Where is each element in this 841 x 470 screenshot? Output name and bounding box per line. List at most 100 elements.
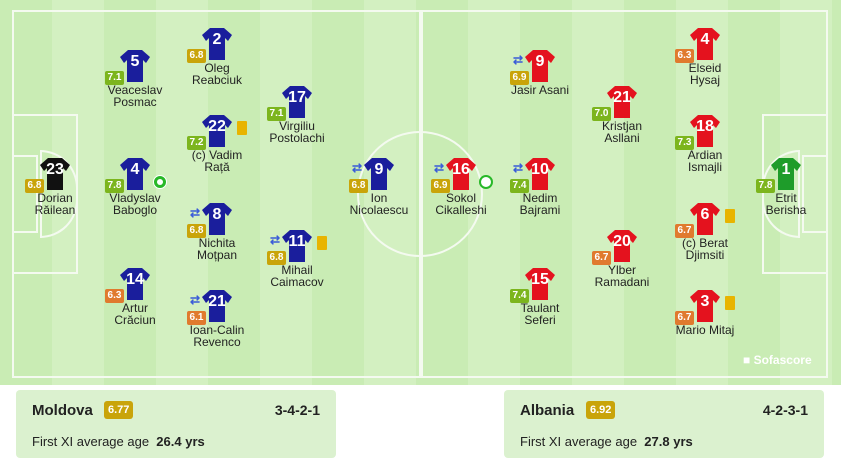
pitch-stripe <box>572 0 624 385</box>
player-rating: 7.3 <box>675 136 694 150</box>
player-rating: 7.2 <box>187 136 206 150</box>
sofascore-logo: ■ Sofascore <box>743 353 812 367</box>
shirt-icon: 1 <box>771 158 801 190</box>
shirt-icon: 22 <box>202 115 232 147</box>
player-rating: 7.0 <box>592 107 611 121</box>
player-name-line: Bajrami <box>519 203 561 217</box>
team-name: Albania <box>520 402 575 419</box>
average-age-label: First XI average age <box>520 434 638 449</box>
player-rating: 7.4 <box>510 179 529 193</box>
player-name-line: Ioan-Calin <box>189 323 245 337</box>
centre-circle <box>357 131 483 257</box>
player-rating: 6.8 <box>267 251 286 265</box>
player-name-line: Elseid <box>688 61 722 75</box>
player-name-line: Jasir Asani <box>510 83 570 97</box>
player-name-line: Mario Mitaj <box>675 323 735 337</box>
shirt-number: 22 <box>208 118 226 135</box>
player-name-line: Caimacov <box>270 275 324 289</box>
shirt-icon: 23 <box>40 158 70 190</box>
shirt-icon: 6 <box>690 203 720 235</box>
player-name-line: Reabciuk <box>191 73 243 87</box>
shirt-icon: 5 <box>120 50 150 82</box>
shirt-number: 20 <box>613 233 631 250</box>
shirt-number: 21 <box>208 293 226 310</box>
player-name-line: Moțpan <box>196 248 238 262</box>
player-rating: 6.8 <box>187 49 206 63</box>
average-age-label: First XI average age <box>32 434 150 449</box>
player-name-line: Postolachi <box>269 131 325 145</box>
goal-area-left <box>12 155 38 233</box>
player-rating: 7.8 <box>756 179 775 193</box>
player-rating: 6.7 <box>592 251 611 265</box>
shirt-number: 3 <box>700 293 710 310</box>
player-name-line: Nicolaescu <box>349 203 409 217</box>
average-age: First XI average age 26.4 yrs <box>32 434 205 449</box>
team-rating: 6.77 <box>104 401 134 419</box>
shirt-icon: 4 <box>120 158 150 190</box>
player-name-line: (c) Vadim <box>191 148 243 162</box>
player-name-line: Artur <box>121 301 148 315</box>
pitch-stripe <box>624 0 676 385</box>
shirt-icon: 16 <box>446 158 476 190</box>
own-goal-icon <box>479 175 493 189</box>
player-rating: 6.3 <box>105 289 124 303</box>
pitch-stripe <box>832 0 841 385</box>
substitution-icon: ⇄ <box>352 161 363 175</box>
player-name-line: (c) Berat <box>681 236 728 250</box>
shirt-number: 4 <box>130 161 140 178</box>
shirt-icon: 3 <box>690 290 720 322</box>
substitution-icon: ⇄ <box>190 206 201 220</box>
player-name: Mario Mitaj <box>650 324 760 336</box>
player-name-line: Seferi <box>524 313 556 327</box>
player-name-line: Ardian <box>687 148 723 162</box>
player-name-line: Rață <box>204 160 230 174</box>
player-name-line: Hysaj <box>689 73 720 87</box>
shirt-icon: 9 <box>525 50 555 82</box>
shirt-number: 23 <box>46 161 64 178</box>
player-name-line: Etrit <box>775 191 797 205</box>
player-rating: 7.1 <box>267 107 286 121</box>
substitution-icon: ⇄ <box>513 161 524 175</box>
player-name-line: Crăciun <box>114 313 156 327</box>
player-name-line: Veaceslav <box>107 83 163 97</box>
shirt-icon: 21 <box>607 86 637 118</box>
player-name-line: Nedim <box>522 191 558 205</box>
player-rating: 6.8 <box>349 179 368 193</box>
player-name-line: Virgiliu <box>279 119 315 133</box>
goal-area-right <box>802 155 828 233</box>
team-summary-moldova: Moldova 6.77 3-4-2-1 First XI average ag… <box>16 390 336 458</box>
shirt-icon: 9 <box>364 158 394 190</box>
player-rating: 6.8 <box>25 179 44 193</box>
shirt-number: 6 <box>700 206 710 223</box>
